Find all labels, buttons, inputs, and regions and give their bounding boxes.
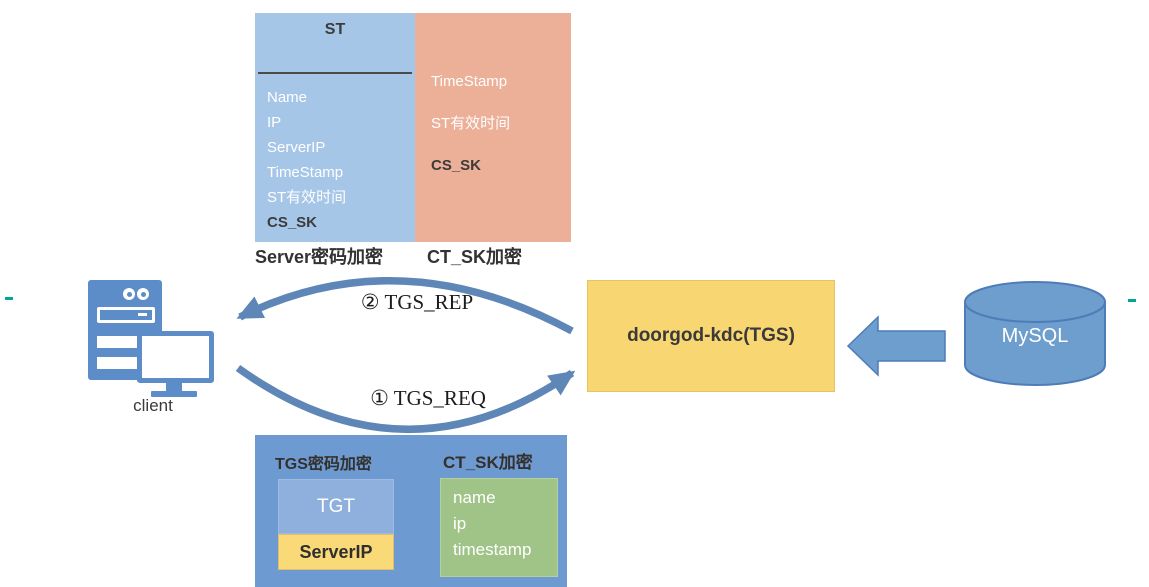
session-field: TimeStamp bbox=[431, 73, 508, 90]
session-field-list: TimeStamp ST有效时间 CS_SK bbox=[431, 61, 510, 187]
tgs-req-label: ① TGS_REQ bbox=[370, 386, 486, 410]
tgs-req-arrow bbox=[235, 364, 576, 433]
st-field-cs-sk: CS_SK bbox=[267, 214, 318, 231]
tgs-rep-arrow bbox=[236, 277, 574, 335]
st-field: ServerIP bbox=[267, 139, 326, 156]
monitor-icon bbox=[137, 331, 214, 383]
ctsk-bottom-caption: CT_SK加密 bbox=[443, 453, 533, 472]
serverip-label: ServerIP bbox=[299, 541, 373, 562]
tower-drive-slot-icon bbox=[97, 307, 155, 323]
mysql-label: MySQL bbox=[1001, 325, 1069, 347]
st-title: ST bbox=[324, 21, 346, 38]
tgs-rep-label: ② TGS_REP bbox=[360, 290, 474, 314]
st-field: IP bbox=[267, 114, 282, 131]
authenticator-field: timestamp bbox=[453, 540, 532, 559]
st-field: TimeStamp bbox=[267, 164, 344, 181]
authenticator-field: name bbox=[453, 488, 496, 507]
monitor-stand-icon bbox=[166, 383, 182, 392]
st-field: ST有效时间 bbox=[267, 189, 347, 206]
client-label: client bbox=[133, 396, 173, 415]
ctsk-encrypt-caption: CT_SK加密 bbox=[427, 247, 523, 267]
mysql-to-kdc-arrow bbox=[846, 315, 946, 377]
st-ticket-box: ST Name IP ServerIP TimeStamp ST有效时间 CS_… bbox=[255, 13, 415, 242]
session-field-cs-sk: CS_SK bbox=[431, 157, 482, 174]
kdc-box: doorgod-kdc(TGS) bbox=[587, 280, 835, 392]
st-field-list: Name IP ServerIP TimeStamp ST有效时间 CS_SK bbox=[267, 85, 346, 235]
tgt-box: TGT bbox=[278, 479, 394, 534]
st-title-divider bbox=[258, 72, 412, 74]
authenticator-box: name ip timestamp bbox=[440, 478, 558, 577]
tgs-password-caption: TGS密码加密 bbox=[275, 456, 372, 473]
authenticator-field: ip bbox=[453, 514, 467, 533]
session-field: ST有效时间 bbox=[431, 115, 511, 132]
st-field: Name bbox=[267, 89, 308, 106]
kdc-label: doorgod-kdc(TGS) bbox=[627, 325, 795, 346]
right-edge-mark bbox=[1128, 299, 1136, 302]
session-key-box: TimeStamp ST有效时间 CS_SK bbox=[415, 13, 571, 242]
tower-led-icon bbox=[123, 288, 135, 300]
tgt-label: TGT bbox=[317, 495, 355, 517]
server-encrypt-caption: Server密码加密 bbox=[255, 247, 384, 267]
tower-led-icon bbox=[137, 288, 149, 300]
left-edge-mark bbox=[5, 297, 13, 300]
mysql-cylinder-icon bbox=[964, 281, 1106, 386]
monitor-base-icon bbox=[151, 391, 197, 397]
serverip-box: ServerIP bbox=[278, 534, 394, 570]
